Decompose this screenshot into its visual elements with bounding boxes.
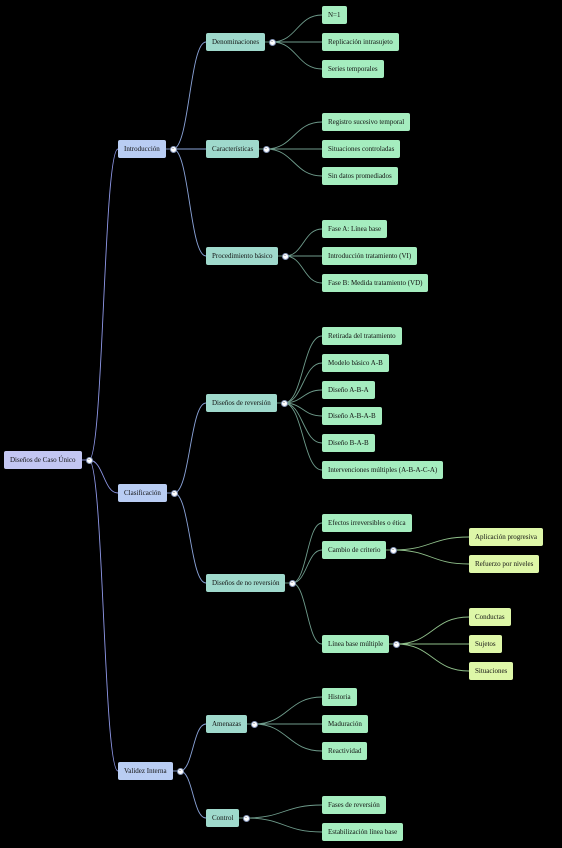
node-disenos-de-caso-unico[interactable]: Diseños de Caso Único (4, 451, 82, 469)
node-reactividad[interactable]: Reactividad (322, 742, 368, 760)
connector-line (253, 696, 323, 725)
connector-line (291, 582, 323, 645)
node-clasificacion[interactable]: Clasificación (118, 484, 167, 502)
node-linea-base-multiple[interactable]: Línea base múltiple (322, 635, 390, 653)
node-sin-datos-promediados[interactable]: Sin datos promediados (322, 167, 398, 185)
connector-line (88, 459, 119, 494)
connector-line (245, 804, 323, 819)
node-diseno-a-b-a[interactable]: Diseño A-B-A (322, 381, 375, 399)
connector-line (283, 335, 323, 404)
collapse-toggle-validez-interna-minus-icon[interactable]: – (176, 767, 184, 775)
connector-line (179, 723, 207, 772)
collapse-toggle-disenos-de-reversion-minus-icon[interactable]: – (280, 399, 288, 407)
collapse-toggle-introduccion-minus-icon[interactable]: – (169, 145, 177, 153)
connector-line (271, 41, 323, 70)
node-intervenciones-multiples-a-b-a-c-a[interactable]: Intervenciones múltiples (A-B-A-C-A) (322, 461, 444, 479)
connector-line (271, 14, 323, 43)
collapse-toggle-amenazas-minus-icon[interactable]: – (250, 720, 258, 728)
node-diseno-a-b-a-b[interactable]: Diseño A-B-A-B (322, 407, 382, 425)
connector-line (284, 255, 323, 284)
node-aplicacion-progresiva[interactable]: Aplicación progresiva (469, 528, 544, 546)
connector-line (253, 723, 323, 752)
node-registro-sucesivo-temporal[interactable]: Registro sucesivo temporal (322, 113, 411, 131)
connector-line (173, 492, 207, 584)
collapse-toggle-disenos-de-no-reversion-minus-icon[interactable]: – (288, 579, 296, 587)
connector-line (284, 228, 323, 257)
collapse-toggle-denominaciones-minus-icon[interactable]: – (268, 38, 276, 46)
connector-line (291, 522, 323, 584)
connector-line (172, 148, 207, 257)
node-fases-de-reversion[interactable]: Fases de reversión (322, 796, 386, 814)
node-procedimiento-basico[interactable]: Procedimiento básico (206, 247, 279, 265)
collapse-toggle-linea-base-multiple-minus-icon[interactable]: – (392, 640, 400, 648)
collapse-toggle-procedimiento-basico-minus-icon[interactable]: – (281, 252, 289, 260)
node-control[interactable]: Control (206, 809, 240, 827)
node-diseno-b-a-b[interactable]: Diseño B-A-B (322, 434, 375, 452)
connector-line (283, 362, 323, 404)
node-amenazas[interactable]: Amenazas (206, 715, 248, 733)
node-validez-interna[interactable]: Validez Interna (118, 762, 173, 780)
node-replicacion-intrasujeto[interactable]: Replicación intrasujeto (322, 33, 399, 51)
connector-line (395, 643, 470, 672)
connector-line (179, 770, 207, 819)
connector-line (392, 549, 470, 565)
node-maduracion[interactable]: Maduración (322, 715, 368, 733)
node-cambio-de-criterio[interactable]: Cambio de criterio (322, 541, 387, 559)
node-n-1[interactable]: N=1 (322, 6, 347, 24)
collapse-toggle-caracteristicas-minus-icon[interactable]: – (262, 145, 270, 153)
node-conductas[interactable]: Conductas (469, 608, 511, 626)
node-situaciones-controladas[interactable]: Situaciones controladas (322, 140, 401, 158)
connector-line (291, 549, 323, 584)
connector-line (392, 536, 470, 551)
collapse-toggle-control-minus-icon[interactable]: – (242, 814, 250, 822)
connector-line (88, 148, 119, 461)
connector-line (265, 121, 323, 150)
collapse-toggle-cambio-de-criterio-minus-icon[interactable]: – (389, 546, 397, 554)
node-fase-b-medida-tratamiento-vd[interactable]: Fase B: Medida tratamiento (VD) (322, 274, 429, 292)
connector-line (173, 402, 207, 494)
node-series-temporales[interactable]: Series temporales (322, 60, 384, 78)
node-denominaciones[interactable]: Denominaciones (206, 33, 266, 51)
connector-line (283, 389, 323, 404)
node-disenos-de-reversion[interactable]: Diseños de reversión (206, 394, 277, 412)
connector-line (283, 402, 323, 471)
node-introduccion[interactable]: Introducción (118, 140, 166, 158)
node-caracteristicas[interactable]: Características (206, 140, 260, 158)
connector-line (88, 459, 119, 772)
connector-line (172, 41, 207, 150)
node-historia[interactable]: Historia (322, 688, 357, 706)
connector-line (245, 817, 323, 833)
collapse-toggle-clasificacion-minus-icon[interactable]: – (170, 489, 178, 497)
connector-line (265, 148, 323, 177)
node-situaciones[interactable]: Situaciones (469, 662, 514, 680)
node-estabilizacion-linea-base[interactable]: Estabilización línea base (322, 823, 404, 841)
node-disenos-de-no-reversion[interactable]: Diseños de no reversión (206, 574, 286, 592)
node-sujetos[interactable]: Sujetos (469, 635, 502, 653)
collapse-toggle-disenos-de-caso-unico-minus-icon[interactable]: – (85, 456, 93, 464)
node-modelo-basico-a-b[interactable]: Modelo básico A-B (322, 354, 389, 372)
node-retirada-del-tratamiento[interactable]: Retirada del tratamiento (322, 327, 402, 345)
connector-line (395, 616, 470, 645)
node-introduccion-tratamiento-vi[interactable]: Introducción tratamiento (VI) (322, 247, 418, 265)
node-fase-a-linea-base[interactable]: Fase A: Línea base (322, 220, 388, 238)
node-refuerzo-por-niveles[interactable]: Refuerzo por niveles (469, 555, 540, 573)
node-efectos-irreversibles-o-etica[interactable]: Efectos irreversibles o ética (322, 514, 412, 532)
